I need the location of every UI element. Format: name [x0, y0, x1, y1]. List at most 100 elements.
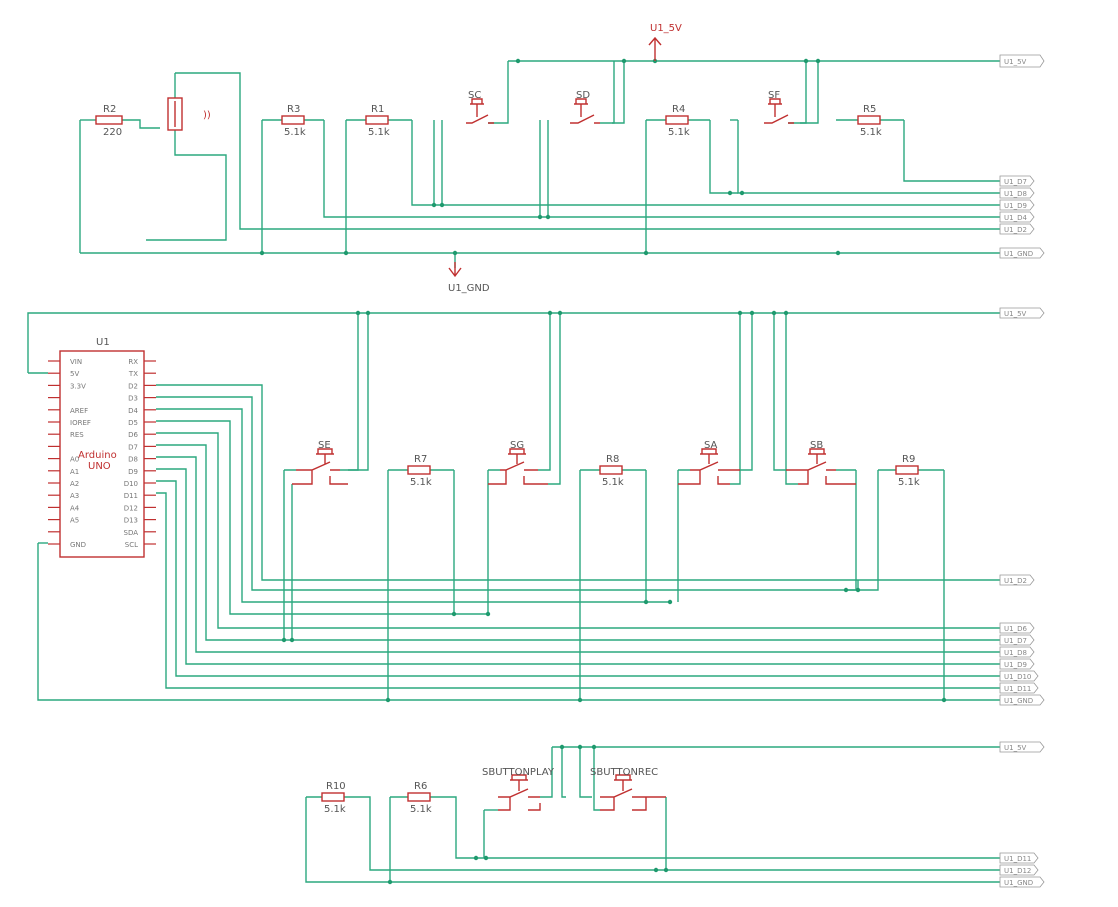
- buzzer-sound-mark: )): [203, 110, 211, 121]
- arduino-body: [59, 350, 145, 558]
- port-label: U1_D2: [1004, 577, 1027, 585]
- pin-label: D6: [128, 431, 138, 439]
- arduino-pin-left: A1: [48, 468, 79, 476]
- pin-label: D10: [124, 480, 138, 488]
- port-label: U1_D8: [1004, 190, 1027, 198]
- middle-section: U1 Arduino UNO VIN5V3.3VAREFIOREFRESA0A1…: [27, 307, 1045, 706]
- port-label: U1_GND: [1004, 250, 1033, 258]
- port-label: U1_GND: [1004, 697, 1033, 705]
- switch-sf: SF: [764, 90, 794, 124]
- pin-label: D13: [124, 517, 138, 525]
- arduino-pin-right: D9: [128, 468, 156, 476]
- pin-label: A4: [70, 504, 80, 512]
- resistor-value: 5.1k: [668, 127, 690, 138]
- top-port-u1-d8: U1_D8: [999, 187, 1035, 199]
- resistor-r4: R4 5.1k: [665, 104, 690, 138]
- switch-label: SF: [768, 90, 780, 101]
- middle-port-u1-d11: U1_D11: [999, 682, 1039, 694]
- arduino-pin-left: AREF: [48, 407, 88, 415]
- pin-label: RES: [70, 431, 84, 439]
- middle-port-u1-d8: U1_D8: [999, 646, 1035, 658]
- switch-sb: SB: [786, 440, 856, 485]
- switch-sd: SD: [570, 90, 600, 124]
- resistor-ref: R8: [606, 454, 619, 465]
- port-label: U1_D9: [1004, 661, 1027, 669]
- resistor-ref: R10: [326, 781, 346, 792]
- arduino-pin-right: D4: [128, 407, 156, 415]
- top-section: U1_5V U1_GND )) R2 220 R3 5.1k R1 5.1k: [79, 23, 1045, 294]
- bottom-port-u1-d11: U1_D11: [999, 852, 1039, 864]
- arduino-pin-right: D3: [128, 395, 156, 403]
- pin-label: D5: [128, 419, 138, 427]
- arduino-pin-left: A4: [48, 504, 80, 512]
- arduino-pin-left: A2: [48, 480, 79, 488]
- switch-label: SC: [468, 90, 481, 101]
- buzzer-body: [167, 97, 183, 131]
- pin-label: IOREF: [70, 419, 91, 427]
- resistor-r6: R6 5.1k: [407, 781, 432, 815]
- pin-label: 5V: [70, 370, 79, 378]
- arduino-pin-left: RES: [48, 431, 84, 439]
- port-label: U1_D7: [1004, 637, 1027, 645]
- pin-label: A5: [70, 517, 79, 525]
- port-label: U1_5V: [1004, 744, 1027, 752]
- resistor-ref: R6: [414, 781, 427, 792]
- arduino-pin-left: 5V: [48, 370, 79, 378]
- switch-label: SBUTTONREC: [590, 767, 658, 778]
- middle-port-u1-d7: U1_D7: [999, 634, 1035, 646]
- resistor-r5: R5 5.1k: [857, 104, 882, 138]
- resistor-ref: R2: [103, 104, 116, 115]
- arduino-pin-right: D2: [128, 382, 156, 390]
- pin-label: D7: [128, 443, 138, 451]
- arduino-pin-right: D7: [128, 443, 156, 451]
- bottom-port-u1-gnd: U1_GND: [999, 876, 1045, 888]
- arduino-pin-right: RX: [128, 358, 156, 366]
- arduino-pin-left: A3: [48, 492, 79, 500]
- resistor-ref: R5: [863, 104, 876, 115]
- switch-sg: SG: [488, 440, 548, 485]
- pin-label: RX: [128, 358, 138, 366]
- middle-port-u1-d2: U1_D2: [999, 574, 1035, 586]
- middle-5v-rail: [27, 312, 1000, 373]
- pin-label: 3.3V: [70, 382, 86, 390]
- wire-d9: [156, 468, 1000, 665]
- bottom-section: R10 5.1k R6 5.1k SBUTTONPLAY SBUTTONREC …: [305, 741, 1045, 888]
- arduino-pin-left: GND: [48, 541, 86, 549]
- port-label: U1_D10: [1004, 673, 1031, 681]
- port-label: U1_D7: [1004, 178, 1027, 186]
- top-wire-d7: [903, 120, 1000, 182]
- resistor-r10: R10 5.1k: [321, 781, 346, 815]
- top-wire-d8: [433, 120, 1000, 206]
- wire-d8: [156, 456, 1000, 653]
- pin-label: D4: [128, 407, 138, 415]
- vcc-label: U1_5V: [650, 23, 682, 34]
- pin-label: VIN: [70, 358, 82, 366]
- bottom-wire-d12: [306, 796, 1000, 871]
- port-label: U1_D2: [1004, 226, 1027, 234]
- arduino-pin-left: A0: [48, 456, 79, 464]
- resistor-value: 5.1k: [860, 127, 882, 138]
- gnd-symbol: U1_GND: [448, 262, 490, 294]
- vcc-symbol: U1_5V: [648, 23, 682, 61]
- switch-label: SE: [318, 440, 331, 451]
- port-label: U1_GND: [1004, 879, 1033, 887]
- port-label: U1_5V: [1004, 310, 1027, 318]
- top-port-u1-d9: U1_D9: [999, 199, 1035, 211]
- arduino-pin-left: 3.3V: [48, 382, 86, 390]
- pin-label: D8: [128, 456, 138, 464]
- resistor-ref: R7: [414, 454, 427, 465]
- bottom-wire-d11: [390, 796, 1000, 859]
- arduino-pin-right: D8: [128, 456, 156, 464]
- arduino-pin-right: D11: [124, 492, 156, 500]
- pin-label: D2: [128, 382, 138, 390]
- pin-label: A0: [70, 456, 79, 464]
- switch-sbuttonrec: SBUTTONREC: [590, 767, 666, 811]
- middle-port-u1-d6: U1_D6: [999, 622, 1035, 634]
- resistor-r9: R9 5.1k: [895, 454, 920, 488]
- top-wire-d2: [175, 72, 1000, 230]
- middle-port-u1-d10: U1_D10: [999, 670, 1039, 682]
- pin-label: A2: [70, 480, 79, 488]
- pin-label: AREF: [70, 407, 88, 415]
